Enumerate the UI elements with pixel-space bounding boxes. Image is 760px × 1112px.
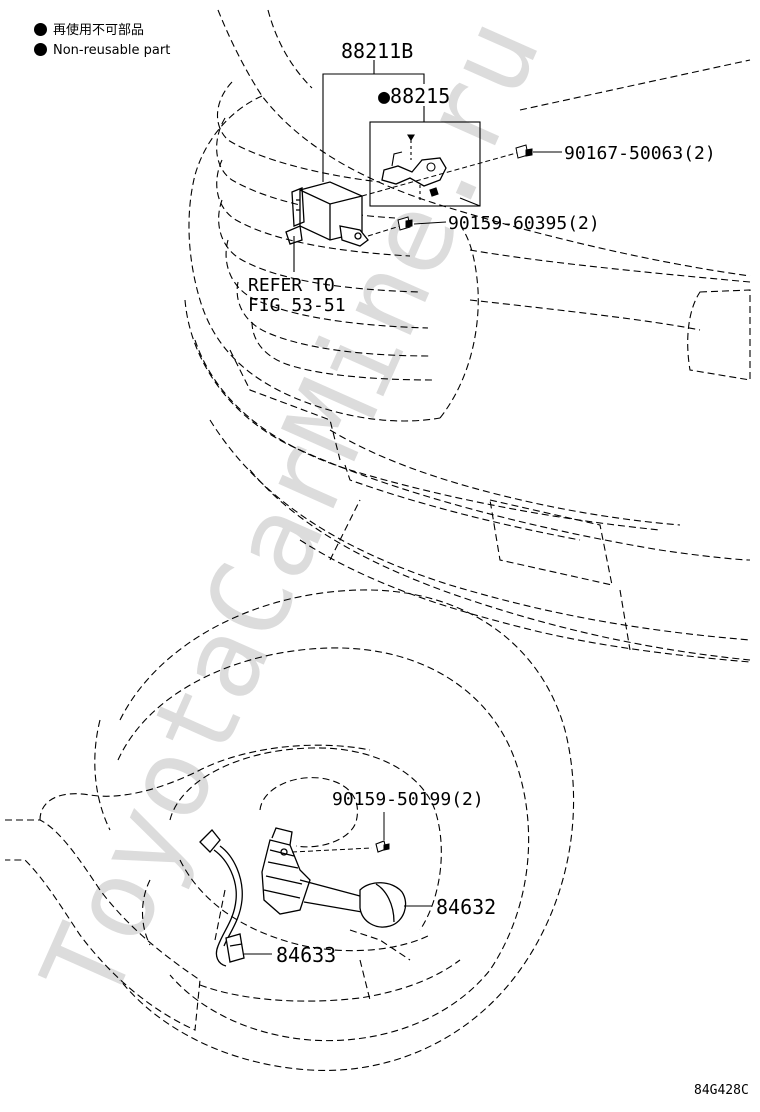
label-refer-line2: FIG 53-51	[248, 295, 346, 316]
legend-text-jp: 再使用不可部品	[53, 23, 145, 38]
switch-leader-lines	[244, 812, 432, 955]
callout-lines	[293, 60, 562, 272]
legend-text-en: Non-reusable part	[53, 43, 171, 58]
wire-harness	[199, 829, 245, 967]
bolt-icons	[397, 144, 533, 231]
label-bolt-90159-60395: 90159-60395(2)	[448, 213, 600, 234]
label-refer-line1: REFER TO	[248, 275, 335, 296]
nonreusable-marker-icon	[34, 23, 47, 36]
figure-code: 84G428C	[694, 1083, 749, 1098]
label-screw-90159-50199: 90159-50199(2)	[332, 789, 484, 810]
bracket-detail-box	[369, 121, 481, 207]
radar-sensor-assembly	[285, 181, 369, 247]
nonreusable-marker-icon	[34, 43, 47, 56]
cruise-control-switch	[261, 827, 407, 928]
legend-english: Non-reusable part	[34, 42, 170, 60]
label-bracket-88215: ●88215	[378, 84, 450, 108]
leader-lines	[361, 151, 521, 237]
steering-wheel-outline	[5, 589, 575, 1072]
label-harness-84633: 84633	[276, 943, 336, 967]
label-bolt-90167: 90167-50063(2)	[564, 143, 716, 164]
legend-japanese: 再使用不可部品	[34, 22, 144, 40]
label-assembly-88211b: 88211B	[341, 39, 413, 63]
label-switch-84632: 84632	[436, 895, 496, 919]
